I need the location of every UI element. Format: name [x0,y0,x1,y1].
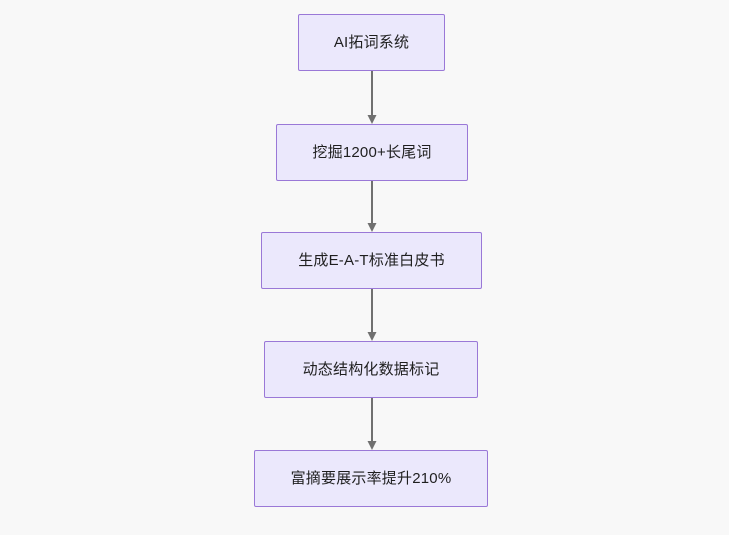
flowchart-node-4[interactable]: 动态结构化数据标记 [264,341,478,398]
flowchart-node-1[interactable]: AI拓词系统 [298,14,445,71]
flowchart-node-5[interactable]: 富摘要展示率提升210% [254,450,488,507]
flowchart-edge-3 [366,289,378,341]
flowchart-node-2[interactable]: 挖掘1200+长尾词 [276,124,468,181]
flowchart-node-4-label: 动态结构化数据标记 [302,361,440,378]
flowchart-edge-4 [366,398,378,450]
flowchart-edge-2 [366,181,378,232]
flowchart-node-2-label: 挖掘1200+长尾词 [312,144,432,161]
flowchart-node-5-label: 富摘要展示率提升210% [290,470,452,487]
flowchart-edge-1 [366,71,378,124]
flowchart-node-1-label: AI拓词系统 [333,34,410,51]
flowchart-node-3-label: 生成E-A-T标准白皮书 [298,252,445,269]
flowchart-node-3[interactable]: 生成E-A-T标准白皮书 [261,232,482,289]
